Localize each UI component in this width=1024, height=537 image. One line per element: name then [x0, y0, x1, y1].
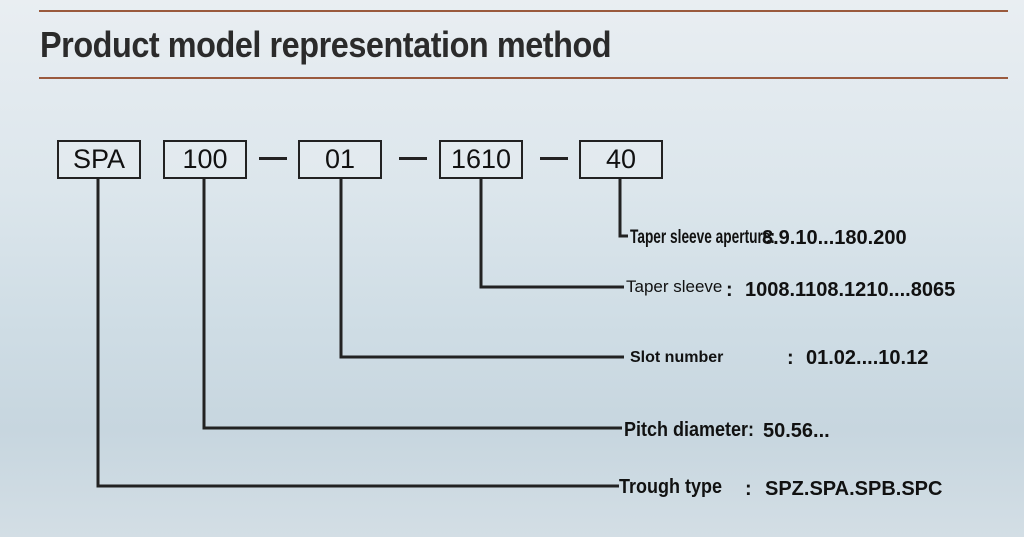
- value-slot-number: 01.02....10.12: [806, 347, 929, 369]
- connector-trough-type: [96, 179, 619, 488]
- separator-colon: :: [726, 279, 733, 301]
- code-box-trough-type: SPA: [57, 140, 141, 179]
- code-box-pitch-diameter: 100: [163, 140, 247, 179]
- connector-slot-number: [339, 179, 624, 359]
- separator-dash: [259, 157, 287, 160]
- label-slot-number: Slot number: [630, 349, 724, 366]
- separator-dash: [540, 157, 568, 160]
- separator-colon: :: [787, 347, 794, 369]
- value-taper-sleeve: 1008.1108.1210....8065: [745, 279, 956, 301]
- connector-pitch-diameter: [202, 179, 622, 430]
- top-divider: [39, 10, 1008, 12]
- label-pitch-diameter: Pitch diameter:: [624, 419, 755, 441]
- connector-taper-sleeve: [479, 179, 624, 289]
- separator-colon: :: [745, 478, 752, 500]
- separator-dash: [399, 157, 427, 160]
- label-taper-sleeve: Taper sleeve: [626, 277, 723, 296]
- label-trough-type: Trough type: [619, 476, 723, 498]
- page-title: Product model representation method: [40, 24, 612, 65]
- value-trough-type: SPZ.SPA.SPB.SPC: [765, 478, 943, 500]
- code-box-taper-aperture: 40: [579, 140, 663, 179]
- connector-taper-aperture: [618, 179, 628, 238]
- label-taper-sleeve-aperture: Taper sleeve aperture:: [630, 227, 775, 248]
- code-box-taper-sleeve: 1610: [439, 140, 523, 179]
- title-underline: [39, 77, 1008, 79]
- value-taper-sleeve-aperture: 8.9.10...180.200: [762, 227, 907, 249]
- value-pitch-diameter: 50.56...: [763, 420, 830, 442]
- code-box-slot-number: 01: [298, 140, 382, 179]
